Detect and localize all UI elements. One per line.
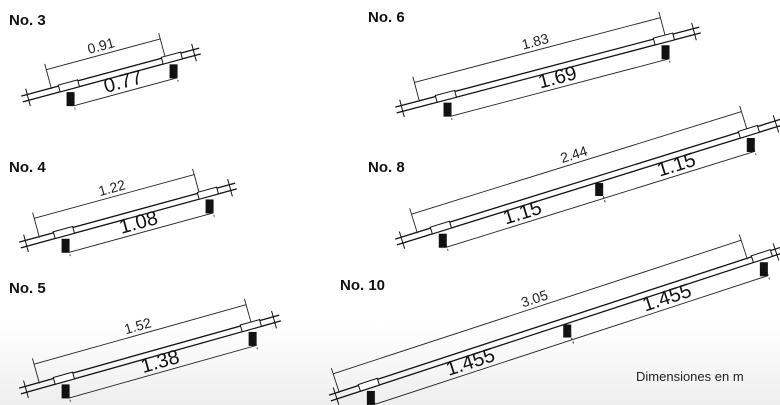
ladder-end-tick [332,387,340,405]
item-label: No. 5 [9,280,46,297]
end-bracket [737,124,761,139]
support-block [746,137,755,152]
ladder-item: No. 8 2.44 1.15 1.15 [368,105,780,252]
length-dimension-line [414,17,661,83]
ladder-item: No. 3 0.91 0.77 [9,12,201,110]
length-dimension-line [33,304,247,365]
support-block [563,324,572,338]
support-block [61,384,70,399]
end-bracket [434,89,458,103]
dimension-extension [658,11,666,38]
length-dimension-line [411,111,742,215]
support-block [205,199,214,214]
length-value: 3.05 [519,287,550,311]
length-dimension-line [34,174,195,219]
dimension-extension [409,208,418,234]
span-value: 1.15 [655,149,699,182]
support-block [61,238,70,253]
ladder-end-tick [398,231,406,249]
end-bracket [57,79,81,93]
ladder-item: No. 4 1.22 1.08 [9,159,237,257]
item-label: No. 3 [9,12,46,29]
support-block [438,233,447,248]
end-bracket [750,249,774,264]
dimension-extension [31,358,40,384]
ladder-end-tick [227,178,233,197]
end-bracket [52,225,76,240]
length-dimension-line [333,239,742,375]
span-dimension-line [446,197,605,248]
dimension-extension [158,33,166,59]
span-value: 1.69 [536,62,579,93]
span-value: 1.15 [501,197,545,230]
ladder-end-tick [25,88,31,107]
dimension-extension [330,367,340,393]
ladder-item: No. 6 1.83 1.69 [368,9,701,121]
dimension-extension [738,234,748,260]
ladder-end-tick [772,115,780,133]
support-block [443,102,452,117]
ladder-end-tick [271,310,277,329]
length-dimension-line [46,38,161,71]
span-value: 1.38 [138,346,181,378]
end-bracket [52,371,76,385]
length-value: 1.22 [97,176,128,199]
end-bracket [429,220,453,235]
ladder-end-tick [399,99,405,118]
dimension-extension [192,168,200,195]
ladder-end-tick [23,234,29,253]
span-dimension-line [69,344,257,399]
support-block [759,262,768,277]
end-bracket [357,377,381,392]
span-dimension-line [572,275,769,341]
length-value: 2.44 [558,143,589,166]
support-block [248,331,257,346]
ladder-end-tick [691,22,697,41]
support-block [661,45,670,60]
item-label: No. 6 [368,9,405,26]
item-label: No. 8 [368,159,405,176]
item-label: No. 10 [340,277,385,294]
span-dimension-line [375,339,573,405]
support-block [66,92,75,107]
length-value: 1.52 [122,314,153,337]
dimension-extension [412,76,420,102]
ladder-rail-bottom [396,125,780,246]
support-block [169,64,178,79]
ladder-rail-top [328,246,780,396]
ladder-end-tick [191,43,197,62]
end-bracket [196,186,220,200]
ladder-item: No. 5 1.52 1.38 [9,280,281,402]
ladder-rail-bottom [330,253,780,402]
span-value: 1.08 [117,207,160,238]
support-block [366,390,375,405]
dimension-extension [243,298,252,325]
length-value: 0.91 [86,34,117,57]
dimension-extension [739,105,748,131]
ladder-end-tick [23,380,29,399]
length-value: 1.83 [520,30,551,52]
end-bracket [652,32,676,46]
item-label: No. 4 [9,159,46,176]
ladder-rail-top [394,118,780,240]
span-dimension-line [603,150,756,199]
span-dimension-line [74,77,178,107]
support-block [595,183,604,197]
span-value: 1.455 [443,344,497,380]
ladder-end-tick [772,243,780,261]
end-bracket [160,51,184,65]
span-value: 1.455 [640,280,694,316]
span-dimension-line [450,58,670,117]
span-dimension-line [69,212,214,253]
span-value: 0.77 [101,66,144,97]
units-note: Dimensiones en m [636,369,744,384]
dimension-extension [44,63,52,90]
dimension-extension [32,212,40,238]
end-bracket [239,318,263,333]
